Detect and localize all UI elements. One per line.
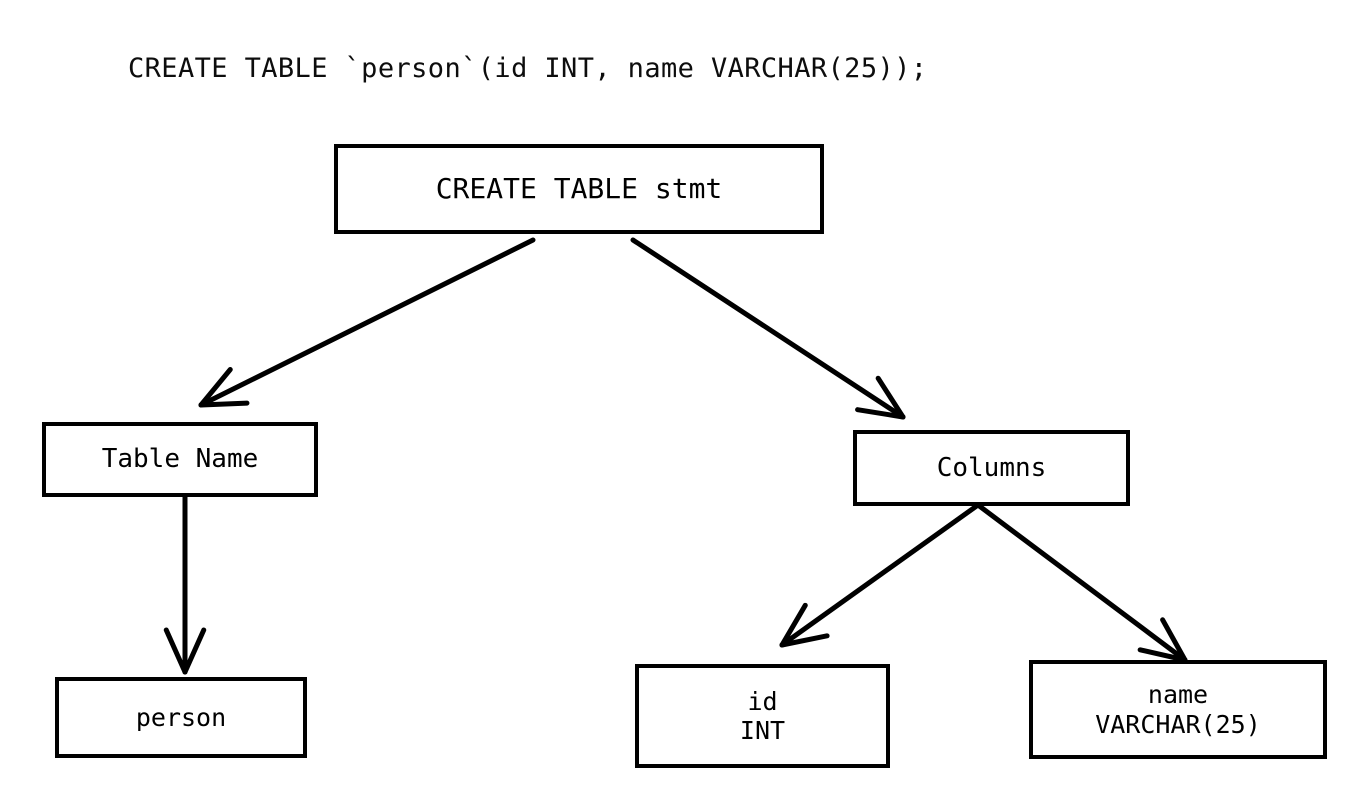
- edge-columns-to-name: [975, 502, 1188, 663]
- arrowhead-barb-2: [779, 633, 830, 648]
- edge-columns-to-id: [779, 502, 981, 648]
- arrowhead-barb-1: [1137, 647, 1188, 663]
- edge-shaft: [779, 502, 981, 648]
- node-table-name[interactable]: Table Name: [42, 422, 318, 497]
- node-column-name[interactable]: name VARCHAR(25): [1029, 660, 1327, 759]
- edge-shaft: [630, 237, 906, 420]
- node-column-id[interactable]: id INT: [635, 664, 890, 768]
- node-root-label: CREATE TABLE stmt: [435, 172, 723, 206]
- node-create-table-stmt[interactable]: CREATE TABLE stmt: [334, 144, 824, 234]
- arrowhead-barb-1: [163, 627, 188, 675]
- node-column-id-name: id: [747, 686, 778, 716]
- node-columns[interactable]: Columns: [853, 430, 1130, 506]
- edge-shaft: [975, 502, 1188, 663]
- node-person[interactable]: person: [55, 677, 307, 758]
- arrowhead-barb-2: [182, 627, 207, 675]
- edge-root-to-columns: [630, 237, 906, 420]
- edge-table-name-to-person: [163, 494, 207, 675]
- arrowhead-barb-2: [1160, 617, 1188, 663]
- node-column-name-name: name: [1147, 680, 1209, 709]
- node-column-id-type: INT: [739, 716, 786, 745]
- node-columns-label: Columns: [936, 452, 1047, 483]
- node-table-name-label: Table Name: [101, 444, 259, 475]
- node-column-name-type: VARCHAR(25): [1095, 709, 1261, 739]
- sql-statement-text: CREATE TABLE `person`(id INT, name VARCH…: [128, 53, 928, 84]
- edge-shaft: [198, 237, 536, 408]
- node-person-label: person: [135, 702, 227, 732]
- arrowhead-barb-2: [198, 400, 250, 408]
- arrowhead-barb-1: [198, 367, 233, 408]
- arrowhead-barb-1: [779, 602, 808, 648]
- edge-root-to-table-name: [198, 237, 536, 408]
- arrowhead-barb-2: [875, 375, 906, 420]
- arrowhead-barb-1: [855, 407, 906, 420]
